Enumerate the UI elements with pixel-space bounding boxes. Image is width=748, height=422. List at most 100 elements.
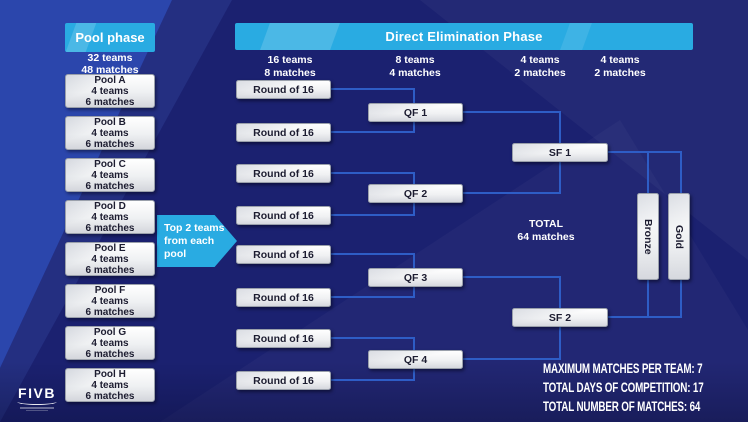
pool-name: Pool D — [94, 200, 126, 212]
quarterfinal-3-box: QF 3 — [368, 268, 463, 287]
semifinal-1-box: SF 1 — [512, 143, 608, 162]
column-matches: 2 matches — [514, 67, 566, 79]
pool-c-box: Pool C 4 teams 6 matches — [65, 158, 155, 192]
pool-matches: 6 matches — [85, 222, 135, 234]
pool-name: Pool F — [94, 284, 126, 296]
bracket-connector — [463, 111, 561, 113]
total-matches-note: TOTAL 64 matches — [500, 218, 592, 244]
fivb-logo-swoosh — [17, 401, 57, 405]
pool-teams: 4 teams — [91, 127, 129, 139]
quarterfinal-label: QF 3 — [403, 271, 428, 284]
pool-phase-subtitle: 32 teams 48 matches — [55, 52, 165, 76]
total-value: 64 matches — [517, 231, 575, 243]
round-of-16-box-3: Round of 16 — [236, 164, 331, 183]
column-teams: 4 teams — [600, 54, 640, 66]
pool-matches: 6 matches — [85, 306, 135, 318]
round-of-16-box-6: Round of 16 — [236, 288, 331, 307]
bracket-connector — [330, 253, 415, 255]
stat-total-matches: TOTAL NUMBER OF MATCHES: 64 — [543, 398, 701, 415]
column-subtitle-finals: 4 teams 2 matches — [570, 54, 670, 80]
pool-matches: 6 matches — [85, 264, 135, 276]
column-subtitle-sf: 4 teams 2 matches — [490, 54, 590, 80]
direct-elimination-header: Direct Elimination Phase — [235, 23, 693, 50]
pool-matches: 6 matches — [85, 348, 135, 360]
bracket-connector — [463, 276, 561, 278]
bracket-connector — [330, 296, 415, 298]
column-matches: 4 matches — [389, 67, 441, 79]
pool-name: Pool G — [93, 326, 127, 338]
round-of-16-box-5: Round of 16 — [236, 245, 331, 264]
bracket-connector — [330, 88, 415, 90]
quarterfinal-2-box: QF 2 — [368, 184, 463, 203]
bracket-connector — [647, 151, 649, 195]
pool-matches: 6 matches — [85, 138, 135, 150]
pool-name: Pool B — [94, 116, 126, 128]
round-of-16-label: Round of 16 — [253, 83, 314, 96]
pool-phase-header-label: Pool phase — [75, 30, 145, 45]
column-matches: 2 matches — [594, 67, 646, 79]
semifinal-2-box: SF 2 — [512, 308, 608, 327]
pool-teams: 4 teams — [91, 169, 129, 181]
stat-total-days: TOTAL DAYS OF COMPETITION: 17 — [543, 379, 704, 396]
fivb-wordmark: FIVB — [18, 385, 56, 401]
arrow-text-line1: Top 2 teams — [164, 221, 225, 234]
quarterfinal-label: QF 1 — [403, 106, 428, 119]
fivb-logo-microtext — [20, 407, 54, 409]
pool-f-box: Pool F 4 teams 6 matches — [65, 284, 155, 318]
pool-name: Pool E — [94, 242, 126, 254]
total-label: TOTAL — [528, 218, 564, 230]
bracket-connector — [330, 337, 415, 339]
bronze-label: Bronze — [642, 218, 654, 255]
pool-b-box: Pool B 4 teams 6 matches — [65, 116, 155, 150]
round-of-16-label: Round of 16 — [253, 209, 314, 222]
column-teams: 4 teams — [520, 54, 560, 66]
pool-matches: 6 matches — [85, 180, 135, 192]
semifinal-label: SF 2 — [548, 311, 572, 324]
semifinal-label: SF 1 — [548, 146, 572, 159]
quarterfinal-label: QF 2 — [403, 187, 428, 200]
pool-teams: 4 teams — [91, 211, 129, 223]
pool-g-box: Pool G 4 teams 6 matches — [65, 326, 155, 360]
gold-match-box: Gold — [668, 193, 690, 280]
bracket-connector — [680, 278, 682, 318]
bracket-connector — [330, 172, 415, 174]
pool-phase-teams: 32 teams — [87, 52, 133, 64]
pool-h-box: Pool H 4 teams 6 matches — [65, 368, 155, 402]
pool-e-box: Pool E 4 teams 6 matches — [65, 242, 155, 276]
pool-teams: 4 teams — [91, 85, 129, 97]
pool-matches: 6 matches — [85, 390, 135, 402]
pool-phase-header: Pool phase — [65, 23, 155, 52]
bracket-connector — [463, 358, 561, 360]
fivb-logo-microtext-2 — [26, 410, 48, 411]
pool-d-box: Pool D 4 teams 6 matches — [65, 200, 155, 234]
round-of-16-box-1: Round of 16 — [236, 80, 331, 99]
bracket-connector — [680, 151, 682, 195]
stat-max-matches: MAXIMUM MATCHES PER TEAM: 7 — [543, 360, 703, 377]
round-of-16-label: Round of 16 — [253, 291, 314, 304]
pool-teams: 4 teams — [91, 295, 129, 307]
pool-a-box: Pool A 4 teams 6 matches — [65, 74, 155, 108]
round-of-16-label: Round of 16 — [253, 167, 314, 180]
pool-name: Pool C — [94, 158, 126, 170]
quarterfinal-label: QF 4 — [403, 353, 428, 366]
round-of-16-box-7: Round of 16 — [236, 329, 331, 348]
bracket-connector — [330, 214, 415, 216]
pool-teams: 4 teams — [91, 253, 129, 265]
column-subtitle-r16: 16 teams 8 matches — [240, 54, 340, 80]
bracket-connector — [647, 278, 649, 318]
pool-teams: 4 teams — [91, 379, 129, 391]
competition-stats: MAXIMUM MATCHES PER TEAM: 7 TOTAL DAYS O… — [543, 360, 739, 419]
column-matches: 8 matches — [264, 67, 316, 79]
quarterfinal-4-box: QF 4 — [368, 350, 463, 369]
pool-name: Pool H — [94, 368, 126, 380]
pool-matches: 6 matches — [85, 96, 135, 108]
column-teams: 8 teams — [395, 54, 435, 66]
pool-teams: 4 teams — [91, 337, 129, 349]
round-of-16-box-4: Round of 16 — [236, 206, 331, 225]
gold-label: Gold — [673, 224, 685, 249]
bracket-connector — [608, 316, 682, 318]
pool-phase-matches: 48 matches — [81, 63, 139, 76]
top-two-teams-arrow: Top 2 teams from each pool — [157, 215, 237, 267]
round-of-16-label: Round of 16 — [253, 332, 314, 345]
